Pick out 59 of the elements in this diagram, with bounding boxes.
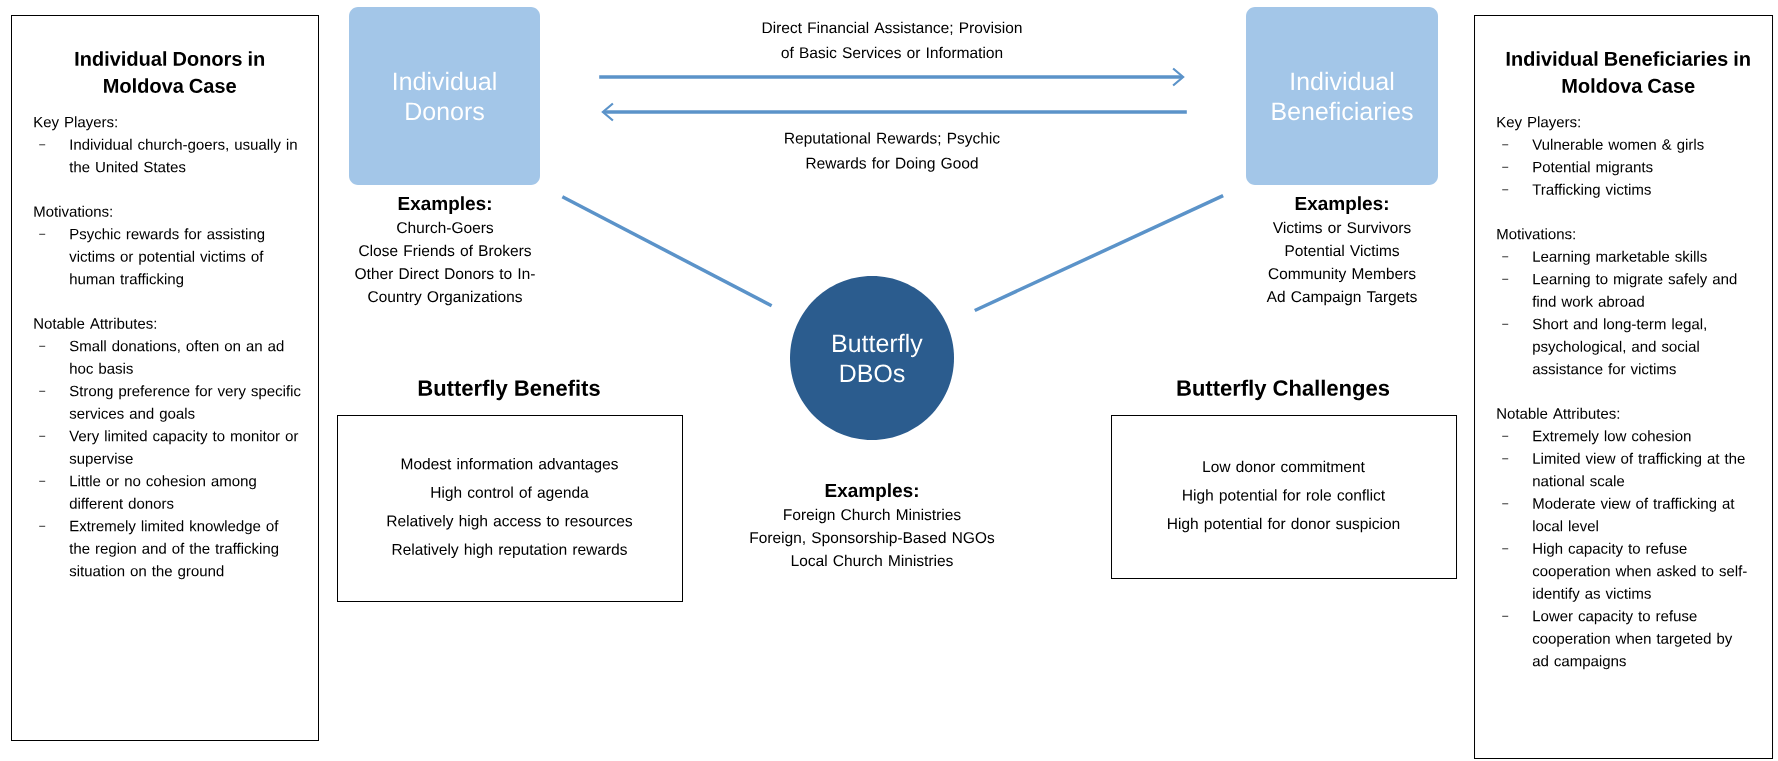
list-item: Extremely limited knowledge of the region and of the trafficking situation on the ground (38, 520, 279, 580)
example-item: Foreign, Sponsorship-Based NGOs (750, 531, 995, 547)
circle-node: Butterfly DBOs (790, 276, 954, 440)
examples-heading: Examples: (825, 483, 918, 501)
section-label: Key Players: (1497, 116, 1580, 131)
section-label: Notable Attributes: (34, 317, 157, 329)
box-heading: Butterfly Challenges (1177, 379, 1390, 401)
examples-heading: Examples: (1295, 196, 1388, 214)
list-item: Little or no cohesion among different donors (38, 475, 256, 509)
list-item: Extremely low cohesion (1501, 430, 1691, 445)
list-line: High potential for donor suspicion (1168, 517, 1400, 533)
list-item: Trafficking victims (1501, 183, 1651, 198)
example-item: Victims or Survivors (1272, 221, 1411, 234)
example-item: Other Direct Donors to In-Country Organizations (355, 267, 535, 306)
list-line: Modest information advantages (401, 458, 618, 473)
list-item: High capacity to refuse cooperation when asked to self-identify as victims (1501, 542, 1747, 602)
rounded-box: Individual Beneficiaries (1246, 7, 1438, 185)
example-item: Potential Victims (1285, 244, 1399, 257)
box-heading: Butterfly Benefits (418, 379, 600, 401)
panel-heading: Individual Beneficiaries in Moldova Case (1506, 51, 1750, 93)
edge-label: Reputational Rewards; Psychic Rewards for Doing Good (785, 132, 1000, 172)
example-item: Close Friends of Brokers (359, 244, 531, 257)
arrow (599, 67, 1185, 87)
example-item: Community Members (1268, 267, 1416, 283)
list-item: Lower capacity to refuse cooperation when targeted by ad campaigns (1501, 610, 1733, 670)
list-line: Relatively high reputation rewards (392, 543, 627, 558)
list-line: High potential for role conflict (1183, 489, 1385, 504)
list-line: Low donor commitment (1203, 460, 1365, 473)
list-item: Small donations, often on an ad hoc basis (38, 340, 284, 374)
list-item: Moderate view of trafficking at local level (1501, 497, 1735, 532)
panel-heading: Individual Donors in Moldova Case (75, 51, 264, 93)
rounded-box: Individual Donors (349, 7, 540, 185)
bordered-box (337, 415, 683, 602)
arrow (601, 102, 1187, 122)
list-item: Learning marketable skills (1501, 250, 1707, 265)
list-line: High control of agenda (431, 486, 589, 501)
example-item: Ad Campaign Targets (1266, 290, 1417, 306)
list-item: Limited view of trafficking at the national scale (1501, 452, 1745, 487)
example-item: Foreign Church Ministries (784, 508, 961, 524)
edge-label: Direct Financial Assistance; Provision of Basic Services or Information (762, 21, 1022, 59)
list-item: Short and long-term legal, psychological, and social assistance for victims (1501, 318, 1706, 375)
section-label: Notable Attributes: (1497, 407, 1620, 419)
examples-heading: Examples: (398, 196, 491, 214)
list-item: Individual church-goers, usually in the United States (38, 138, 297, 173)
section-label: Motivations: (34, 205, 112, 217)
side-panel (11, 15, 319, 741)
example-item: Local Church Ministries (791, 554, 953, 567)
bordered-box (1111, 415, 1457, 579)
example-item: Church-Goers (397, 221, 494, 234)
list-item: Vulnerable women & girls (1501, 138, 1704, 153)
list-item: Strong preference for very specific services and goals (38, 385, 301, 422)
list-item: Learning to migrate safely and find work abroad (1501, 273, 1737, 307)
side-panel (1474, 15, 1773, 759)
list-item: Very limited capacity to monitor or supervise (38, 430, 299, 467)
list-line: Relatively high access to resources (387, 515, 633, 530)
section-label: Motivations: (1497, 228, 1575, 240)
list-item: Psychic rewards for assisting victims or potential victims of human trafficking (38, 228, 265, 288)
list-item: Potential migrants (1501, 161, 1653, 176)
section-label: Key Players: (34, 116, 117, 131)
